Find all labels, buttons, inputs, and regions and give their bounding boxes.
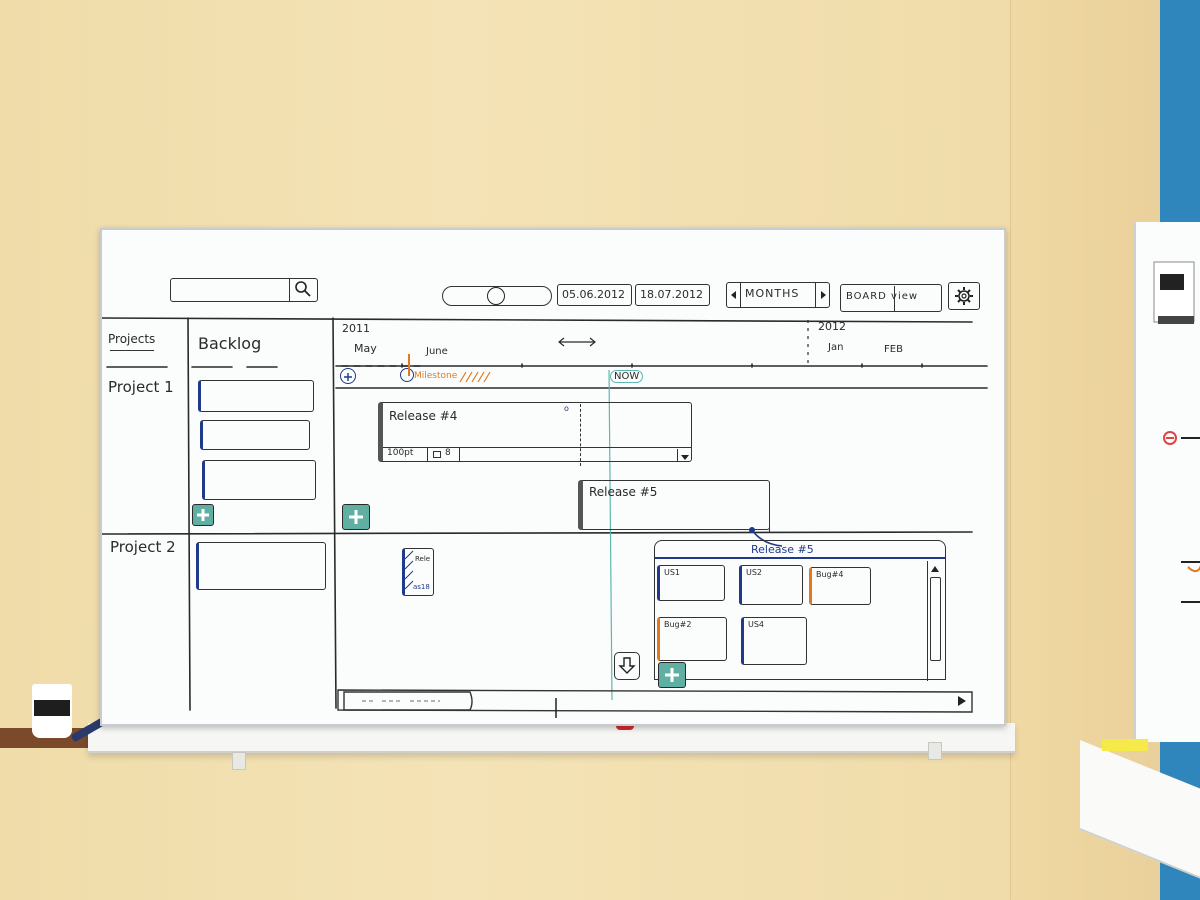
release-4-bar[interactable]: Release #4 100pt 8 <box>378 402 692 462</box>
small-release-card[interactable]: Rele as18 <box>402 548 434 596</box>
card-label: US4 <box>748 620 765 629</box>
settings-button[interactable] <box>948 282 980 310</box>
board-view-toggle[interactable]: BOARD view <box>840 284 942 312</box>
add-release-button[interactable] <box>342 504 370 530</box>
scroll-thumb[interactable] <box>930 577 941 661</box>
timeline-slider[interactable] <box>442 286 552 306</box>
backlog-card[interactable] <box>196 542 326 590</box>
footer-divider <box>427 448 429 461</box>
month-may: May <box>354 342 377 355</box>
period-label: MONTHS <box>745 287 800 300</box>
slider-handle[interactable] <box>487 287 505 305</box>
bug-card[interactable]: Bug#4 <box>809 567 871 605</box>
milestone-hatch <box>459 371 491 383</box>
tray-bracket <box>928 742 942 760</box>
panel-scrollbar[interactable] <box>927 561 943 681</box>
add-card-button[interactable] <box>658 662 686 688</box>
panel-header-line <box>655 557 945 559</box>
marker-tray <box>88 723 1015 753</box>
tray-bracket <box>232 752 246 770</box>
whiteboard: 05.06.2012 18.07.2012 MONTHS BOARD view … <box>100 228 1006 726</box>
card-label: Bug#4 <box>816 570 844 579</box>
second-whiteboard <box>1134 222 1200 742</box>
backlog-card[interactable] <box>198 380 314 412</box>
year-start-label: 2011 <box>342 322 370 335</box>
period-selector[interactable]: MONTHS <box>726 282 830 308</box>
release-5-panel[interactable]: Release #5 US1 US2 Bug#4 Bug#2 US4 <box>654 540 946 681</box>
expand-release-4-button[interactable] <box>677 449 691 461</box>
sticky-note <box>1102 739 1148 751</box>
marker-cap <box>616 722 634 730</box>
month-jan: Jan <box>828 342 844 353</box>
release-connector <box>749 527 783 547</box>
month-feb: FEB <box>884 344 903 355</box>
add-milestone-button[interactable] <box>340 368 356 384</box>
download-button[interactable] <box>614 652 640 680</box>
milestone-flag <box>408 354 410 376</box>
gear-icon <box>955 287 973 305</box>
backlog-card[interactable] <box>200 420 310 450</box>
backlog-header: Backlog <box>198 334 262 353</box>
release-5-edge <box>762 492 770 532</box>
deadline-icon: o <box>564 404 569 413</box>
release-4-points: 100pt <box>387 448 414 458</box>
milestone-label: Milestone <box>414 371 458 381</box>
story-card[interactable]: US1 <box>657 565 725 601</box>
next-period-button[interactable] <box>815 283 829 307</box>
milestone-icon[interactable] <box>400 368 414 382</box>
release-5-panel-title: Release #5 <box>751 543 814 556</box>
footer-divider <box>459 448 461 461</box>
search-input[interactable] <box>170 278 318 302</box>
release-5-title: Release #5 <box>589 485 658 499</box>
release-footer-line <box>383 447 691 449</box>
count-icon <box>433 451 441 458</box>
search-icon[interactable] <box>289 278 317 302</box>
release-4-title: Release #4 <box>389 409 458 423</box>
project-1-label: Project 1 <box>108 378 174 396</box>
card-label: Bug#2 <box>664 620 692 629</box>
cup-band <box>34 700 70 716</box>
header-underline <box>110 350 154 351</box>
story-card[interactable]: US4 <box>741 617 807 665</box>
story-card[interactable]: US2 <box>739 565 803 605</box>
date-from-field[interactable]: 05.06.2012 <box>557 284 632 306</box>
month-june: June <box>426 346 448 357</box>
date-to-field[interactable]: 18.07.2012 <box>635 284 710 306</box>
bug-card[interactable]: Bug#2 <box>657 617 727 661</box>
release-4-deadline <box>580 404 582 466</box>
year-end-label: 2012 <box>818 320 846 333</box>
small-card-line2: as18 <box>413 583 430 591</box>
release-4-count: 8 <box>445 448 451 458</box>
small-card-line1: Rele <box>415 555 431 563</box>
add-backlog-item-button[interactable] <box>192 504 214 526</box>
toggle-divider <box>894 286 896 312</box>
now-marker: NOW <box>610 370 644 383</box>
project-2-label: Project 2 <box>110 538 176 556</box>
projects-header: Projects <box>108 332 156 346</box>
card-label: US1 <box>664 568 681 577</box>
backlog-card[interactable] <box>202 460 316 500</box>
prev-period-button[interactable] <box>727 283 741 307</box>
card-label: US2 <box>746 568 763 577</box>
